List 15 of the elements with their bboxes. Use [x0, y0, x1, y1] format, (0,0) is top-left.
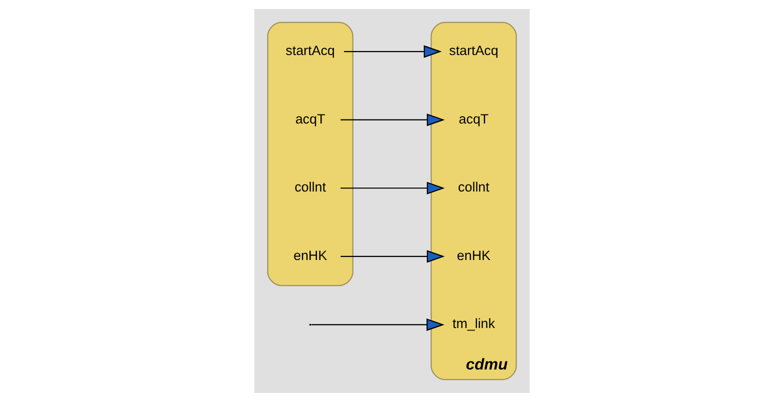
- arrow: [340, 113, 445, 126]
- node-text: acqT: [295, 110, 326, 126]
- node-text: enHK: [293, 247, 328, 262]
- node-text: enHK: [456, 247, 491, 262]
- node-text: collnt: [294, 179, 326, 194]
- arrow: [340, 250, 445, 262]
- node-text: collnt: [458, 179, 490, 194]
- node-text: acqT: [458, 110, 489, 126]
- node-text: startAcq: [449, 42, 498, 58]
- node-text: tm_link: [452, 316, 495, 331]
- node-text: startAcq: [286, 42, 335, 58]
- arrow: [312, 318, 444, 330]
- arrow: [344, 44, 442, 58]
- arrow: [340, 181, 445, 194]
- cluster: [267, 21, 354, 286]
